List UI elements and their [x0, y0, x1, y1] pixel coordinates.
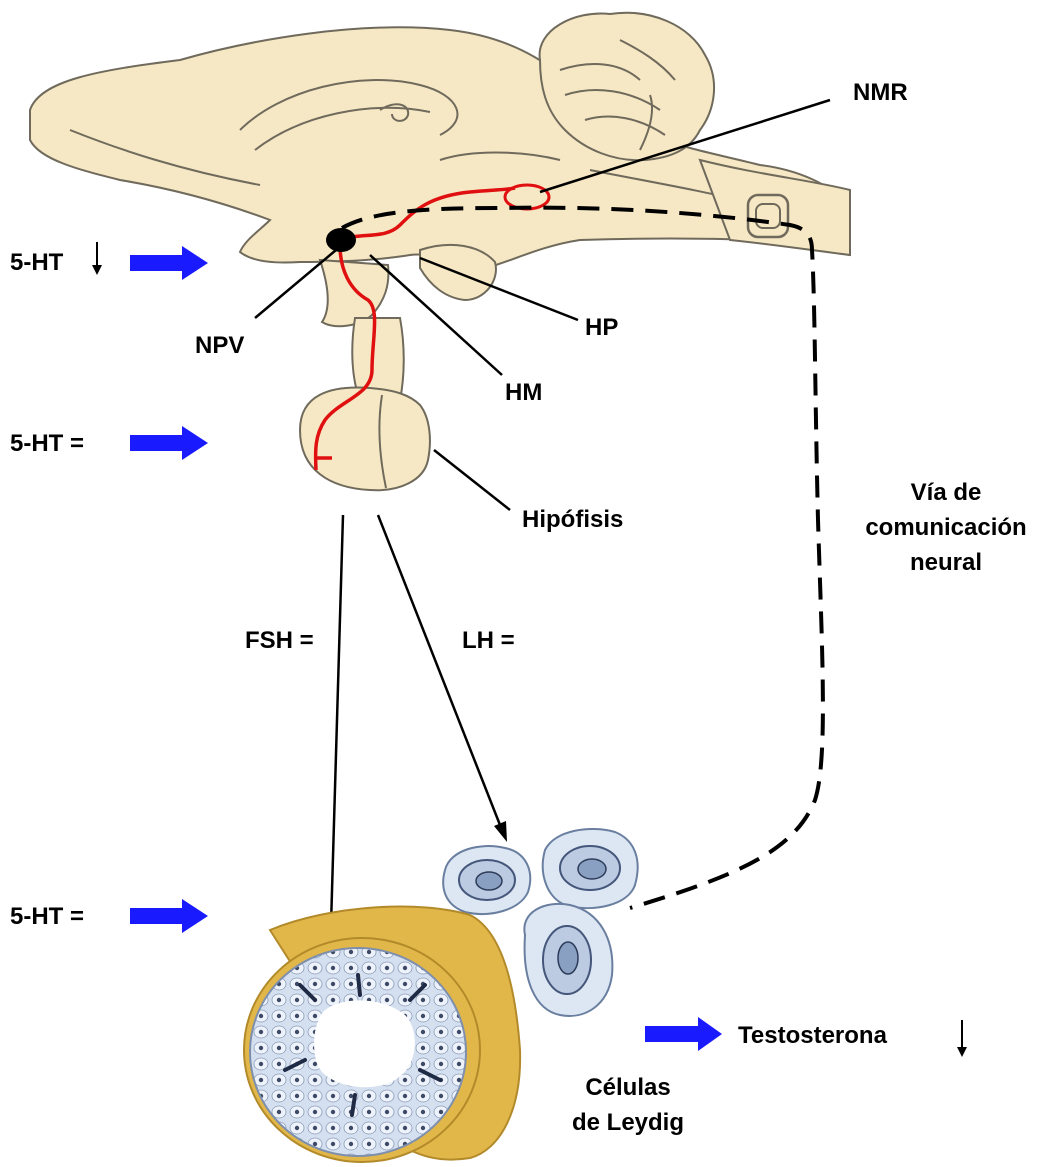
decrease-arrow	[92, 242, 102, 275]
spinal-cord-segment	[748, 195, 788, 237]
label-celulas-line2: de Leydig	[572, 1109, 684, 1136]
blue-arrow	[645, 1017, 722, 1051]
blue-arrow	[130, 246, 208, 280]
label-hp: HP	[585, 314, 618, 341]
label-testosterona: Testosterona	[738, 1022, 888, 1049]
npv-nucleus	[326, 228, 356, 252]
lh-arrow	[378, 515, 500, 825]
label-hipofisis: Hipófisis	[522, 506, 623, 533]
label-5ht-row3: 5-HT =	[10, 903, 84, 930]
label-celulas-line1: Células	[585, 1074, 670, 1101]
blue-arrow	[130, 426, 208, 460]
leydig-cell	[543, 829, 638, 908]
leydig-cell	[443, 846, 530, 914]
seminiferous-tubule	[244, 907, 520, 1162]
label-lh: LH =	[462, 627, 515, 654]
label-fsh: FSH =	[245, 627, 314, 654]
label-5ht-row2: 5-HT =	[10, 430, 84, 457]
label-via-line1: Vía de	[911, 479, 982, 506]
neural-pathway-dashed	[342, 208, 823, 908]
leydig-cell	[524, 904, 612, 1016]
pituitary-gland	[300, 387, 430, 490]
label-hm: HM	[505, 379, 542, 406]
decrease-arrow	[957, 1020, 967, 1057]
label-nmr: NMR	[853, 79, 908, 106]
label-via-line2: comunicación	[865, 514, 1026, 541]
brain-illustration	[30, 13, 850, 490]
fsh-arrow	[331, 515, 343, 925]
blue-arrow	[130, 899, 208, 933]
label-via-line3: neural	[910, 549, 982, 576]
label-npv: NPV	[195, 332, 244, 359]
label-5ht-row1: 5-HT	[10, 249, 64, 276]
